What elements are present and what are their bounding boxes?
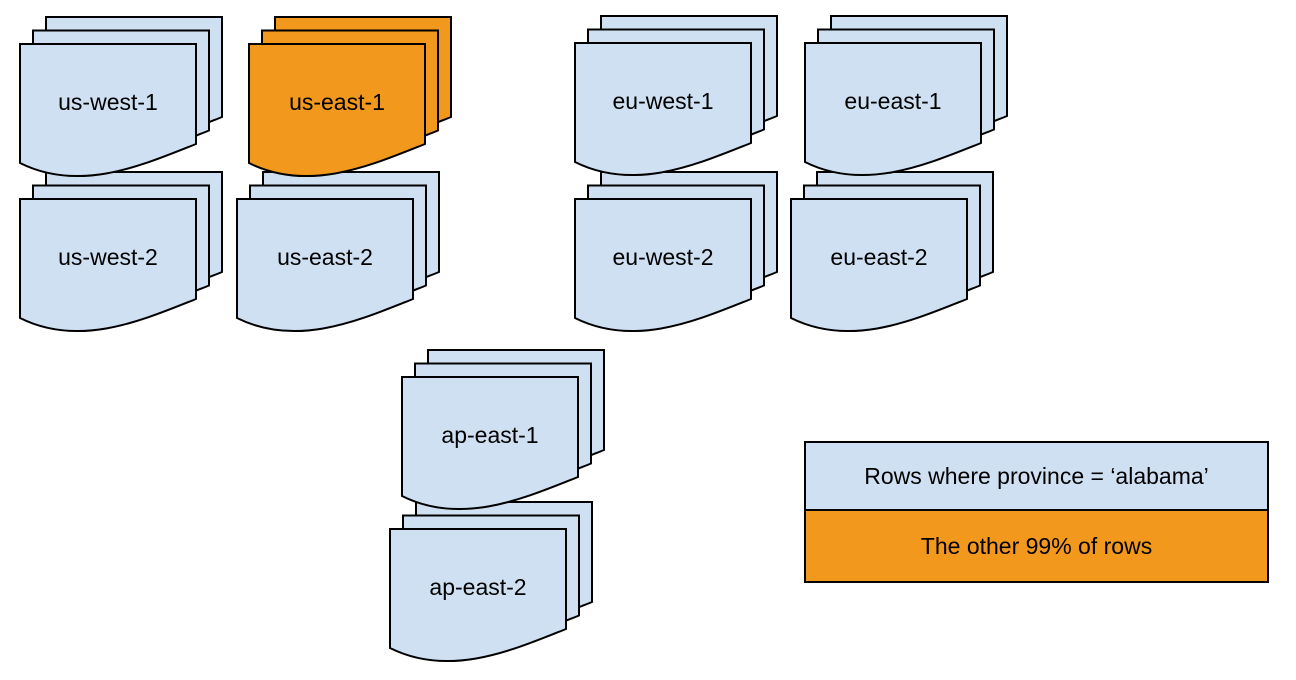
region-label: ap-east-2 [429,574,526,600]
region-stack-ap-east-2: ap-east-2 [389,501,594,672]
document-stack-icon: us-east-2 [236,171,440,333]
region-label: ap-east-1 [441,422,538,448]
document-front [804,42,982,177]
region-stack-eu-east-2: eu-east-2 [790,171,995,342]
region-stack-us-west-1: us-west-1 [19,16,224,187]
region-stack-ap-east-1: ap-east-1 [401,349,606,520]
document-stack-icon: us-west-1 [19,16,223,178]
document-front [574,198,752,333]
region-label: us-east-1 [289,89,385,115]
document-front [19,198,197,333]
region-stack-us-east-2: us-east-2 [236,171,441,342]
document-stack-icon: eu-west-2 [574,171,778,333]
document-front [248,43,426,178]
region-stack-eu-west-1: eu-west-1 [574,15,779,186]
region-label: eu-west-1 [613,88,714,114]
document-front [790,198,968,333]
legend-row-label: The other 99% of rows [920,532,1153,559]
region-label: us-west-1 [58,89,158,115]
document-stack-icon: ap-east-2 [389,501,593,663]
document-front [19,43,197,178]
document-stack-icon: ap-east-1 [401,349,605,511]
document-front [236,198,414,333]
document-stack-icon: eu-west-1 [574,15,778,177]
legend-row-other-rows: The other 99% of rows [804,509,1269,583]
document-stack-icon: eu-east-2 [790,171,994,333]
region-stack-eu-east-1: eu-east-1 [804,15,1009,186]
document-front [401,376,579,511]
legend-row-province-rows: Rows where province = ‘alabama’ [804,441,1269,511]
region-label: us-west-2 [58,244,158,270]
region-stack-us-east-1: us-east-1 [248,16,453,187]
document-stack-icon: eu-east-1 [804,15,1008,177]
document-stack-icon: us-west-2 [19,171,223,333]
document-front [389,528,567,663]
region-label: eu-east-1 [844,88,941,114]
region-stack-us-west-2: us-west-2 [19,171,224,342]
document-front [574,42,752,177]
legend-row-label: Rows where province = ‘alabama’ [864,462,1209,489]
region-label: eu-east-2 [830,244,927,270]
legend: Rows where province = ‘alabama’ The other… [804,441,1269,583]
document-stack-icon: us-east-1 [248,16,452,178]
region-label: us-east-2 [277,244,373,270]
region-stack-eu-west-2: eu-west-2 [574,171,779,342]
region-label: eu-west-2 [613,244,714,270]
